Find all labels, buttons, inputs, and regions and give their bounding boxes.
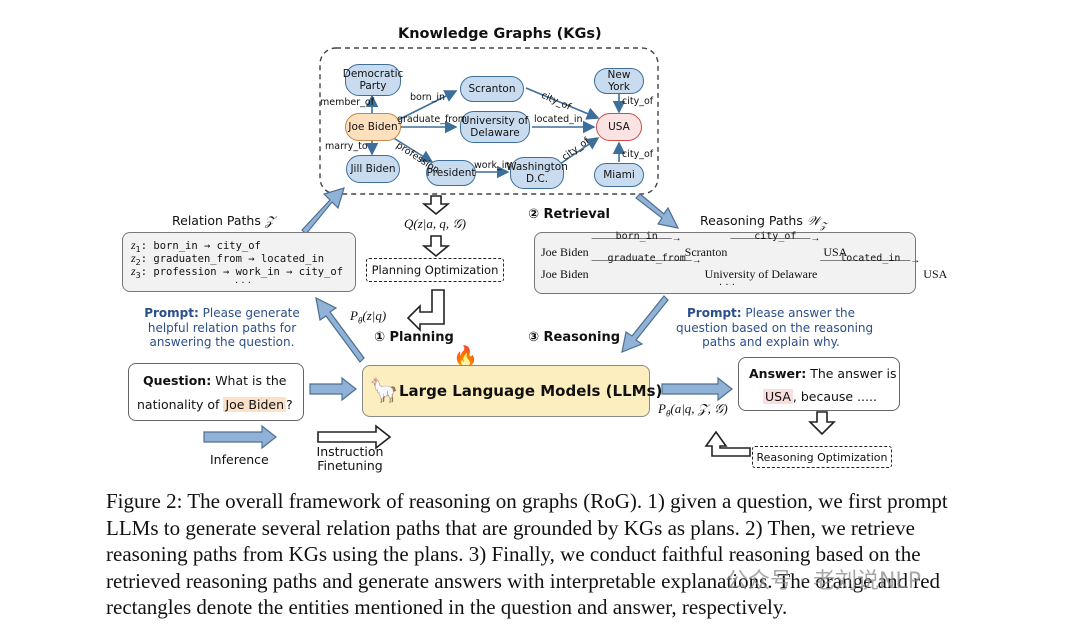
- reasoning-path-row2: Joe Biden graduate_from——————————→ Unive…: [541, 253, 948, 281]
- llm-box: 🦙 Large Language Models (LLMs): [362, 365, 662, 417]
- caption-line-3: reasoning paths from KGs using the plans…: [106, 542, 921, 566]
- fire-icon: 🔥: [453, 344, 478, 368]
- question-line2: nationality of Joe Biden?: [137, 397, 293, 412]
- edge-profession: [391, 136, 434, 163]
- planning-optimization-box: Planning Optimization: [366, 258, 504, 282]
- arrow-planning-hook: [406, 289, 445, 332]
- answer-formula: Pθ(a|q, 𝒵, 𝒢): [658, 401, 728, 419]
- rel-city-of-ny: city_of: [622, 96, 654, 107]
- edge-city-of-1: [525, 87, 600, 120]
- caption-line-1: Figure 2: The overall framework of reaso…: [106, 489, 948, 513]
- node-jill-biden: Jill Biden: [346, 155, 400, 183]
- relation-path-z3: z3: profession → work_in → city_of: [131, 264, 344, 281]
- figure-caption: Figure 2: The overall framework of reaso…: [106, 488, 996, 621]
- arrow-llm-to-prompt-left: [315, 296, 365, 363]
- arrow-reasoning-to-llm: [621, 295, 669, 353]
- relation-path-z2: z2: graduaten_from → located_in: [131, 251, 325, 268]
- answer-entity: USA: [763, 389, 793, 404]
- relation-paths-ellipsis: . . .: [235, 275, 251, 286]
- legend-finetune-arrow: [317, 424, 392, 450]
- reasoning-paths-panel: Joe Biden born_in————————→ Scranton city…: [534, 231, 947, 294]
- node-new-york: New York: [594, 68, 644, 94]
- answer-line1: Answer: The answer is: [749, 366, 897, 381]
- arrow-question-to-llm: [309, 376, 357, 402]
- relation-path-z1: z1: born_in → city_of: [131, 238, 261, 255]
- caption-line-4: retrieved reasoning paths and generate a…: [106, 568, 941, 593]
- kg-title: Knowledge Graphs (KGs): [398, 26, 602, 42]
- node-democratic-party: Democratic Party: [343, 64, 403, 96]
- prompt-left: Prompt: Please generate helpful relation…: [144, 306, 300, 349]
- rel-graduate-from: graduate_from: [397, 114, 468, 125]
- rel-born-in: born_in: [410, 92, 446, 103]
- edge-born-in: [397, 90, 458, 121]
- arrow-llm-to-answer: [661, 376, 733, 402]
- prompt-right: Prompt: Please answer the question based…: [676, 306, 874, 349]
- answer-line2: USA, because .....: [763, 389, 877, 404]
- node-usa: USA: [596, 113, 642, 141]
- reasoning-path-row1: Joe Biden born_in————————→ Scranton city…: [541, 231, 848, 259]
- legend-inference-arrow: [203, 424, 277, 450]
- watermark: 公众号 · 老刘说NLP: [726, 569, 921, 594]
- question-entity: Joe Biden: [223, 397, 287, 412]
- rel-located-in: located_in: [534, 114, 583, 125]
- reasoning-paths-title: Reasoning Paths 𝒲𝒵: [700, 213, 827, 231]
- node-joe-biden: Joe Biden: [345, 113, 401, 141]
- legend-inference: Inference: [210, 452, 269, 467]
- rel-work-in: work_in: [474, 160, 511, 171]
- arrow-q-down: [421, 235, 451, 258]
- q-formula: Q(z|a, q, 𝒢): [404, 216, 466, 231]
- node-washington-dc: Washington D.C.: [506, 157, 568, 189]
- node-miami: Miami: [594, 163, 644, 187]
- question-box: Question: What is the nationality of Joe…: [128, 363, 304, 421]
- arrow-kg-to-q: [421, 195, 451, 216]
- retrieval-label: ② Retrieval: [528, 207, 610, 222]
- edge-city-of-2: [559, 137, 600, 165]
- arrow-answer-down: [808, 411, 836, 436]
- rel-member-of: member_of: [320, 97, 375, 108]
- reasoning-paths-ellipsis: . . .: [719, 277, 735, 288]
- question-line1: Question: What is the: [143, 373, 287, 388]
- arrow-reasoning-hook: [704, 430, 751, 457]
- node-scranton: Scranton: [460, 76, 524, 102]
- relation-paths-panel: z1: born_in → city_of z2: graduaten_from…: [122, 232, 356, 292]
- answer-box: Answer: The answer is USA, because .....: [738, 357, 900, 411]
- planning-label: ① Planning: [374, 330, 454, 345]
- node-university-of-delaware: University of Delaware: [460, 111, 530, 143]
- relation-paths-title: Relation Paths 𝒵: [172, 213, 275, 228]
- kg-frame: [319, 47, 659, 195]
- arrow-to-relation-paths: [301, 187, 345, 235]
- llm-label: Large Language Models (LLMs): [399, 382, 663, 400]
- reasoning-label: ③ Reasoning: [528, 330, 621, 345]
- rel-marry-to: marry_to: [325, 141, 368, 152]
- reasoning-optimization-box: Reasoning Optimization: [752, 446, 892, 468]
- node-president: President: [426, 160, 476, 186]
- rel-city-of-miami: city_of: [622, 149, 654, 160]
- caption-line-5: rectangles denote the entities mentioned…: [106, 595, 788, 619]
- arrow-to-reasoning-paths: [635, 193, 680, 229]
- llama-icon: 🦙: [369, 376, 399, 404]
- caption-line-2: LLMs to generate several relation paths …: [106, 515, 916, 540]
- p-planning-formula: Pθ(z|q): [350, 308, 387, 326]
